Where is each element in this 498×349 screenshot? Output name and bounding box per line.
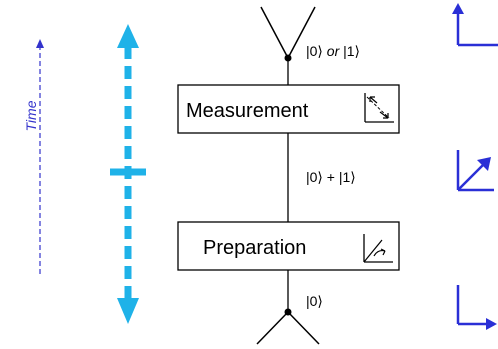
time-label: Time <box>23 100 39 131</box>
measurement-box: Measurement <box>177 84 400 134</box>
dashed-double-arrow <box>110 24 146 324</box>
middle-state-label: |0⟩ + |1⟩ <box>306 169 356 185</box>
bottom-state-label: |0⟩ <box>306 293 323 309</box>
preparation-icon <box>363 234 393 263</box>
top-fork <box>260 6 316 62</box>
vector-up-icon <box>452 3 498 47</box>
preparation-label: Preparation <box>203 237 306 259</box>
vector-right-icon <box>456 285 497 330</box>
measurement-icon <box>364 93 394 123</box>
vector-diagonal-icon <box>456 150 494 192</box>
measurement-label: Measurement <box>186 100 309 122</box>
time-axis <box>36 39 44 274</box>
preparation-box: Preparation <box>177 221 400 271</box>
top-state-label: |0⟩ or |1⟩ <box>306 43 360 59</box>
bottom-fork <box>256 308 320 345</box>
